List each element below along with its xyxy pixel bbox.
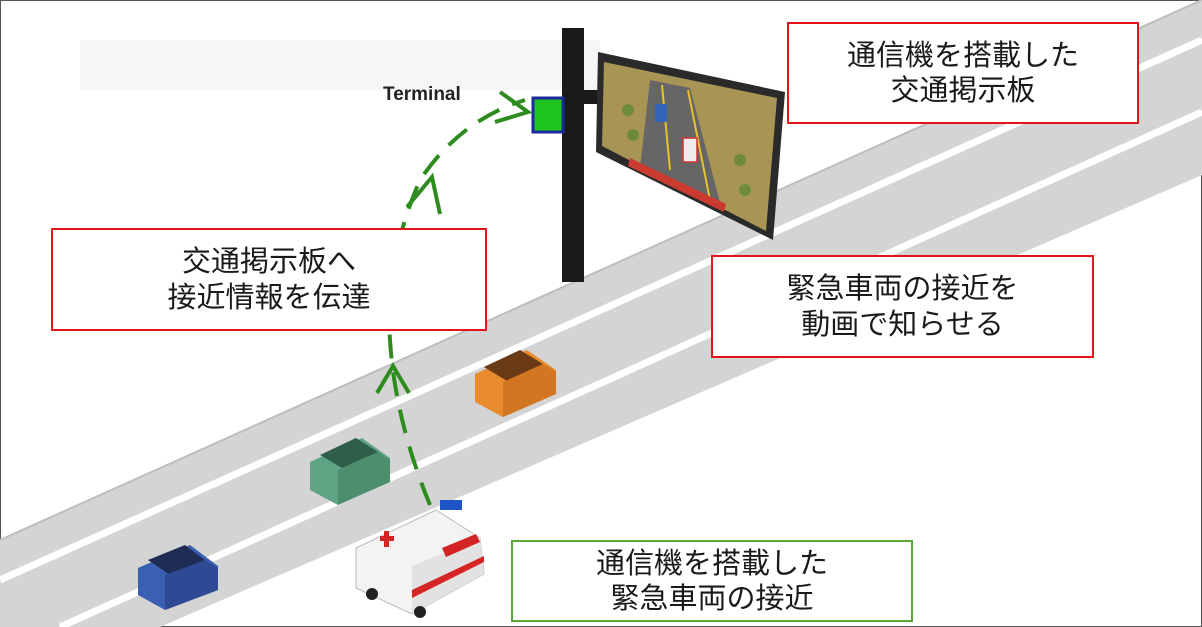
sign-tree — [622, 104, 634, 116]
car — [138, 545, 218, 610]
sign-tree — [739, 184, 751, 196]
callout-line: 緊急車両の接近 — [610, 581, 814, 615]
terminal-icon — [531, 96, 565, 134]
sign-tree — [734, 154, 746, 166]
signal-arrowhead — [494, 90, 533, 124]
sign-banner — [628, 158, 726, 212]
bg-tint — [80, 40, 600, 90]
sign-tree — [627, 129, 639, 141]
callout-line: 交通掲示板 — [890, 73, 1036, 107]
callout-line: 通信機を搭載した — [846, 37, 1079, 72]
callout-line: 交通掲示板へ — [181, 244, 356, 279]
callout-line: 接近情報を伝達 — [167, 279, 371, 314]
callout-ambulance: 通信機を搭載した 緊急車両の接近 — [511, 540, 913, 622]
lane-line-lower — [58, 108, 1202, 627]
terminal-label: Terminal — [383, 84, 461, 105]
sign-car — [655, 104, 667, 122]
signal-arrowhead — [405, 172, 442, 215]
car — [475, 350, 556, 417]
callout-line: 通信機を搭載した — [595, 545, 828, 580]
sign-pole — [562, 28, 584, 282]
callout-notify: 緊急車両の接近を 動画で知らせる — [711, 255, 1094, 358]
car — [310, 438, 390, 505]
signboard — [562, 28, 785, 282]
sign-lane-mark — [661, 84, 671, 171]
lane-line-upper — [0, 36, 1202, 584]
callout-line: 動画で知らせる — [801, 306, 1004, 341]
callout-line: 緊急車両の接近を — [786, 271, 1019, 306]
callout-signboard: 通信機を搭載した 交通掲示板 — [787, 22, 1139, 124]
sign-ambulance — [682, 137, 698, 163]
sign-lane-mark — [687, 89, 711, 201]
signal-arrowhead — [375, 362, 411, 395]
callout-transmit: 交通掲示板へ 接近情報を伝達 — [51, 228, 487, 331]
ambulance — [355, 500, 485, 618]
